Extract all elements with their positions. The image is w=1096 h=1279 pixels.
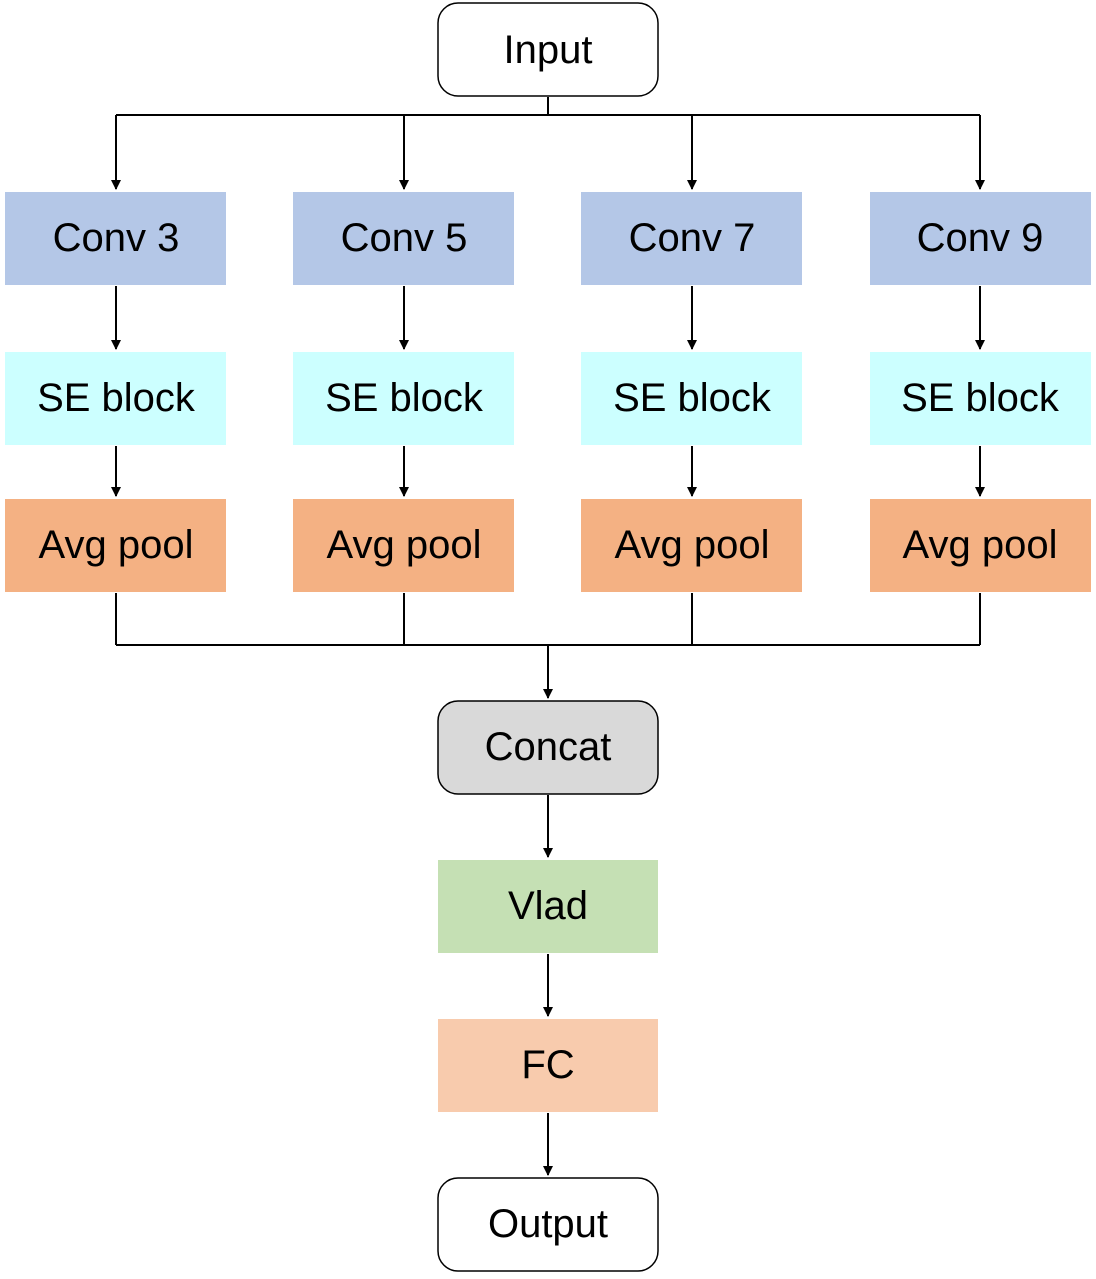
se-block-label: SE block [37, 376, 196, 420]
avg-pool-label: Avg pool [615, 523, 770, 567]
branch-conv-5: Conv 5 SE block Avg pool [293, 192, 514, 592]
concat-node: Concat [437, 700, 659, 795]
avg-pool-box [293, 499, 514, 592]
avg-pool-box [870, 499, 1091, 592]
se-block-box [581, 352, 802, 445]
output-label: Output [488, 1202, 608, 1246]
se-block-box [5, 352, 226, 445]
avg-pool-box [581, 499, 802, 592]
fc-box [438, 1019, 658, 1112]
vlad-box [438, 860, 658, 953]
fc-node: FC [438, 1019, 658, 1112]
vlad-node: Vlad [438, 860, 658, 953]
se-block-box [870, 352, 1091, 445]
conv-box [870, 192, 1091, 285]
branch-conv-7: Conv 7 SE block Avg pool [581, 192, 802, 592]
output-box [437, 1177, 659, 1272]
conv-box [293, 192, 514, 285]
avg-pool-box [5, 499, 226, 592]
concat-label: Concat [485, 725, 612, 769]
fc-label: FC [521, 1043, 574, 1087]
conv-box [581, 192, 802, 285]
avg-pool-label: Avg pool [39, 523, 194, 567]
conv-label: Conv 5 [341, 216, 468, 260]
conv-box [5, 192, 226, 285]
avg-pool-label: Avg pool [903, 523, 1058, 567]
conv-label: Conv 3 [53, 216, 180, 260]
avg-pool-label: Avg pool [327, 523, 482, 567]
se-block-box [293, 352, 514, 445]
output-node: Output [437, 1177, 659, 1272]
se-block-label: SE block [325, 376, 484, 420]
branch-conv-9: Conv 9 SE block Avg pool [870, 192, 1091, 592]
vlad-label: Vlad [508, 884, 588, 928]
input-box [437, 2, 659, 97]
conv-label: Conv 7 [629, 216, 756, 260]
se-block-label: SE block [613, 376, 772, 420]
input-node: Input [437, 2, 659, 97]
concat-box [437, 700, 659, 795]
se-block-label: SE block [901, 376, 1060, 420]
branch-conv-3: Conv 3 SE block Avg pool [5, 192, 226, 592]
edges [111, 97, 985, 1176]
input-label: Input [504, 28, 593, 72]
conv-label: Conv 9 [917, 216, 1044, 260]
